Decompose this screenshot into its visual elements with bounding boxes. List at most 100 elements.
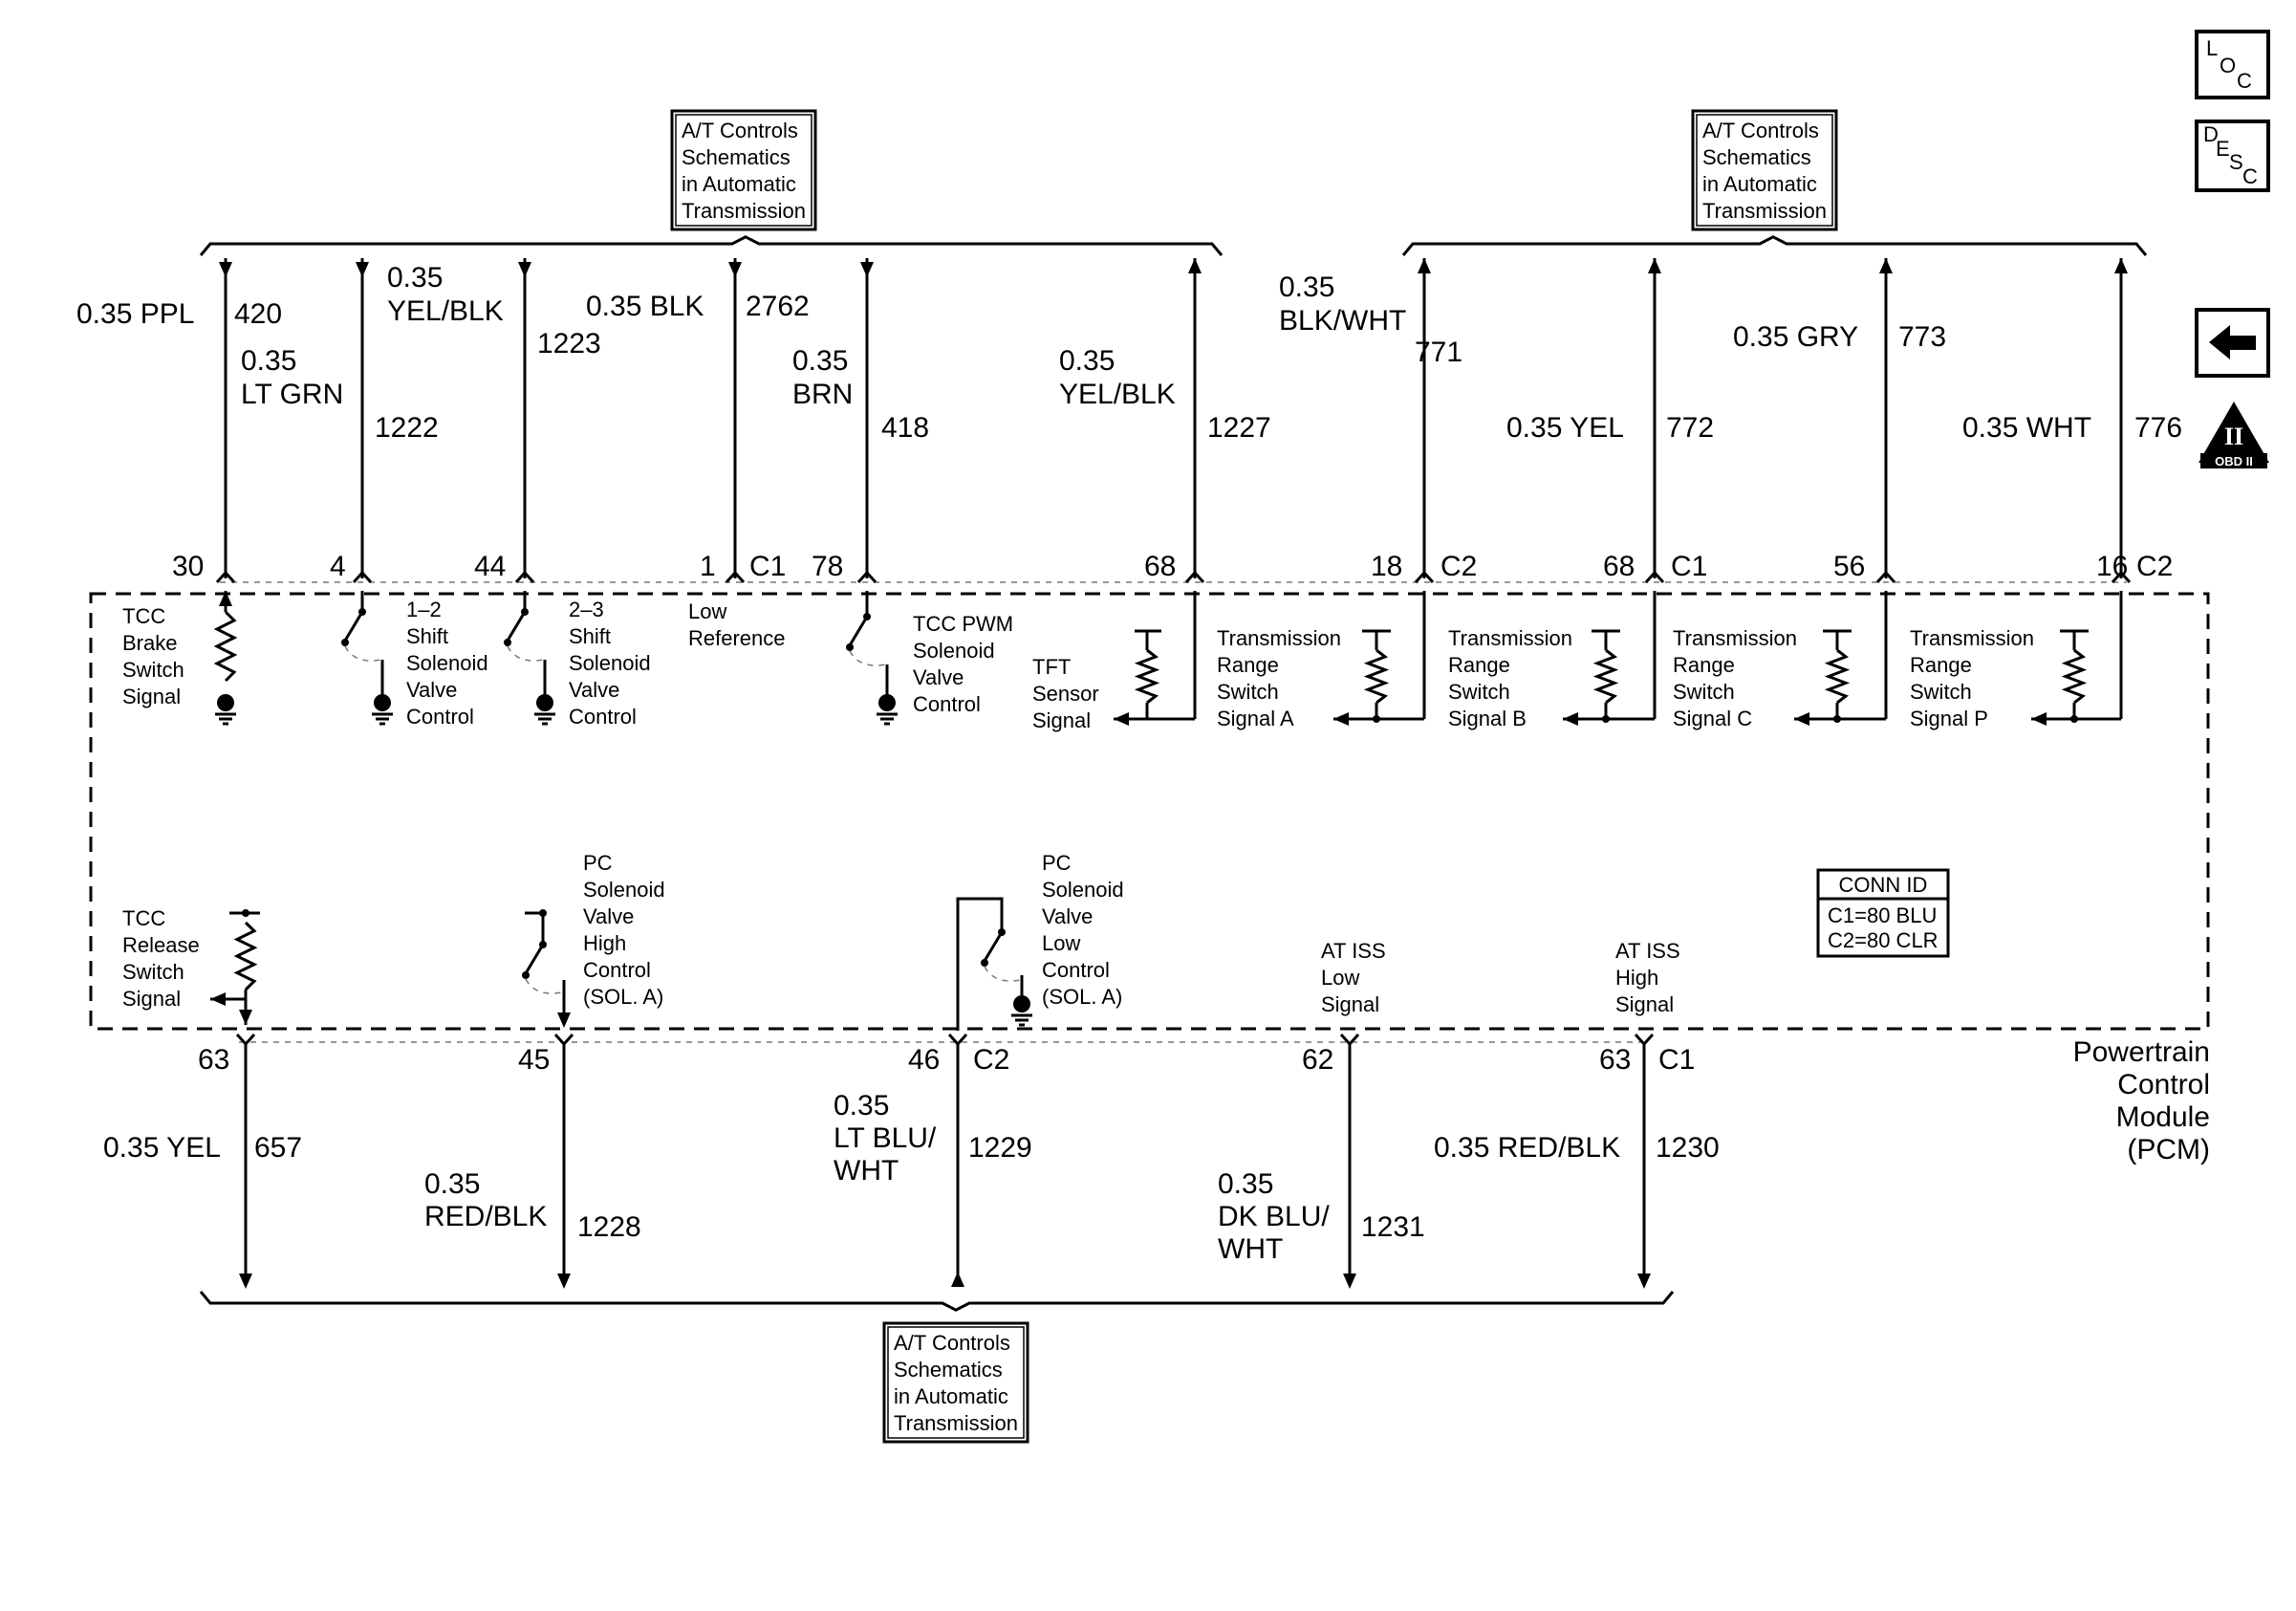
conn-id-box bbox=[1816, 868, 1950, 958]
wire-gauge-color: 0.35 GRY bbox=[1733, 321, 1858, 353]
wire-gauge-color: 0.35 bbox=[424, 1168, 480, 1200]
desc-button-border[interactable] bbox=[2195, 120, 2270, 192]
internal-label: High bbox=[1615, 966, 1658, 990]
ref-box-text: Schematics bbox=[682, 145, 791, 169]
loc-button-label: L bbox=[2206, 36, 2218, 60]
internal-label: Low bbox=[688, 599, 726, 623]
wire-gauge-color: RED/BLK bbox=[424, 1201, 547, 1232]
loc-button-border[interactable] bbox=[2195, 30, 2270, 99]
resistor-icon bbox=[213, 610, 238, 683]
internal-label: Signal bbox=[1321, 992, 1379, 1016]
switch-blade-icon bbox=[848, 616, 869, 646]
internal-label: TCC bbox=[122, 906, 165, 930]
connector-pin-number: 16 bbox=[2096, 551, 2128, 582]
arrow-down-icon bbox=[1637, 1274, 1651, 1289]
internal-label: Sensor bbox=[1032, 682, 1099, 706]
switch-blade-icon bbox=[983, 931, 1004, 962]
internal-label: Low bbox=[1321, 966, 1359, 990]
wire-gauge-color: 0.35 bbox=[1279, 272, 1334, 303]
wire-circuit-number: 771 bbox=[1415, 337, 1462, 368]
connector-pin-number: 56 bbox=[1833, 551, 1865, 582]
arrow-down-icon bbox=[219, 262, 232, 277]
obd-triangle-icon[interactable] bbox=[2199, 402, 2269, 463]
switch-contact-icon bbox=[522, 971, 530, 979]
ref-box-text: A/T Controls bbox=[1702, 119, 1819, 142]
ref-box-text: Schematics bbox=[894, 1358, 1003, 1382]
wire-gauge-color: LT GRN bbox=[241, 379, 343, 410]
arrow-up-icon bbox=[1879, 258, 1893, 273]
arrow-down-icon bbox=[860, 262, 874, 277]
ref-box-text: A/T Controls bbox=[682, 119, 798, 142]
internal-label: 2–3 bbox=[569, 598, 604, 621]
internal-label: Shift bbox=[406, 624, 448, 648]
loc-button[interactable]: LOC bbox=[2195, 30, 2270, 99]
arrow-down-icon bbox=[557, 1012, 571, 1028]
connector-pin-number: 63 bbox=[198, 1044, 229, 1076]
ground-dot-icon bbox=[878, 694, 896, 711]
module-label: (PCM) bbox=[2127, 1134, 2210, 1165]
connector-pin-number: 62 bbox=[1302, 1044, 1333, 1076]
arrow-down-icon bbox=[728, 262, 742, 277]
arrow-up-icon bbox=[2114, 258, 2128, 273]
switch-contact-icon bbox=[341, 639, 349, 646]
wire-gauge-color: 0.35 bbox=[241, 345, 296, 377]
wire-circuit-number: 420 bbox=[234, 298, 282, 330]
internal-label: Valve bbox=[569, 678, 619, 702]
internal-label: PC bbox=[1042, 851, 1072, 875]
internal-label: Solenoid bbox=[583, 878, 665, 902]
internal-label: AT ISS bbox=[1321, 939, 1386, 963]
wire-circuit-number: 1229 bbox=[968, 1132, 1032, 1164]
internal-label: Release bbox=[122, 933, 200, 957]
wire-circuit-number: 657 bbox=[254, 1132, 302, 1164]
connector-chevron-icon bbox=[1875, 570, 1896, 584]
ref-box-inner bbox=[887, 1326, 1025, 1439]
obd-label-bg[interactable] bbox=[2200, 453, 2267, 468]
resistor-icon bbox=[1134, 648, 1160, 705]
desc-button-label: S bbox=[2229, 150, 2243, 174]
resistor-icon bbox=[1363, 648, 1390, 705]
wire-gauge-color: 0.35 bbox=[792, 345, 848, 377]
connector-chevron-icon bbox=[1644, 570, 1665, 584]
switch-link bbox=[849, 650, 887, 666]
connector-id: C1 bbox=[1671, 551, 1707, 582]
switch-blade-icon bbox=[343, 611, 364, 642]
internal-label: Range bbox=[1448, 653, 1510, 677]
switch-contact-icon bbox=[981, 959, 988, 967]
switch-link bbox=[344, 645, 382, 662]
ref-box-text: Transmission bbox=[1702, 199, 1827, 223]
internal-label: Signal A bbox=[1217, 707, 1294, 730]
wire-gauge-color: 0.35 bbox=[1059, 345, 1115, 377]
arrow-left-icon bbox=[210, 992, 226, 1006]
connector-pin-number: 45 bbox=[518, 1044, 550, 1076]
connector-pin-number: 78 bbox=[812, 551, 843, 582]
back-button[interactable] bbox=[2195, 308, 2270, 378]
internal-label: Range bbox=[1217, 653, 1279, 677]
connector-chevron-icon bbox=[856, 570, 877, 584]
internal-label: Control bbox=[569, 705, 637, 729]
internal-label: Switch bbox=[1448, 680, 1510, 704]
ref-box-text: A/T Controls bbox=[894, 1331, 1010, 1355]
internal-label: AT ISS bbox=[1615, 939, 1680, 963]
wire-circuit-number: 418 bbox=[881, 412, 929, 444]
internal-label: Transmission bbox=[1673, 626, 1797, 650]
switch-blade-icon bbox=[524, 944, 545, 974]
connector-pin-number: 30 bbox=[172, 551, 204, 582]
connector-chevron-icon bbox=[514, 570, 535, 584]
ref-box-text: Transmission bbox=[894, 1411, 1018, 1435]
arrow-left-icon bbox=[2031, 712, 2047, 726]
connector-pin-number: 4 bbox=[330, 551, 346, 582]
arrow-left-icon[interactable] bbox=[2209, 325, 2256, 359]
connector-id: C1 bbox=[1658, 1044, 1695, 1076]
internal-label: Range bbox=[1910, 653, 1972, 677]
wire-gauge-color: 0.35 BLK bbox=[586, 291, 704, 322]
desc-button-label: C bbox=[2242, 164, 2258, 188]
internal-label: Switch bbox=[1217, 680, 1279, 704]
ref-box-text: in Automatic bbox=[1702, 172, 1817, 196]
arrow-down-icon bbox=[356, 262, 369, 277]
wire-gauge-color: 0.35 YEL bbox=[1506, 412, 1624, 444]
internal-label: Valve bbox=[1042, 904, 1093, 928]
internal-label: Solenoid bbox=[1042, 878, 1124, 902]
